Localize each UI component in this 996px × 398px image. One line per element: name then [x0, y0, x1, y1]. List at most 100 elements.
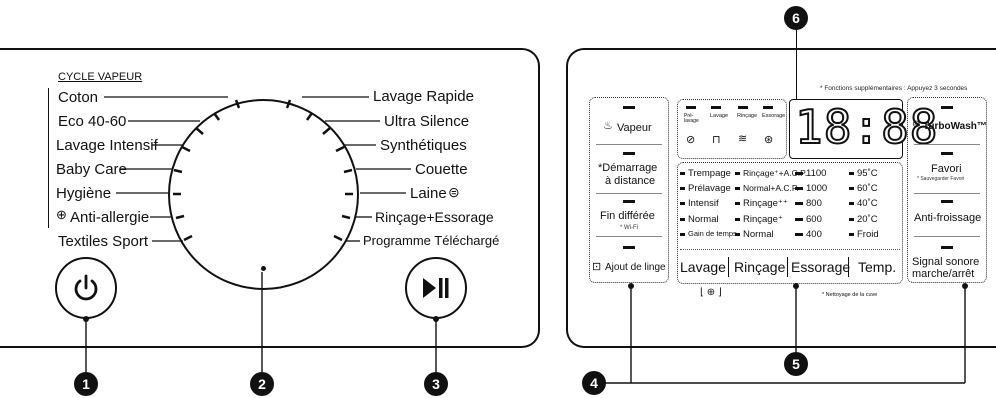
- sep-2: [787, 257, 788, 277]
- program-coton[interactable]: Coton: [58, 89, 99, 106]
- option-gain-de-temps: Gain de temps: [680, 230, 737, 238]
- lavage-button[interactable]: Lavage: [680, 259, 726, 275]
- callout-3: 3: [424, 372, 448, 396]
- steam-icon: ♨: [603, 120, 613, 132]
- option-temp-60: 60˚C: [849, 184, 878, 194]
- left-divider-3: [596, 236, 662, 237]
- allergy-icon: ⊕: [56, 207, 67, 222]
- left-button-group: [589, 97, 669, 283]
- sep-3: [848, 257, 849, 277]
- tub-clean-note: * Nettoyage de la cuve: [822, 292, 878, 298]
- child-lock-icon: ⊕: [706, 287, 716, 298]
- option-temp-20: 20˚C: [849, 215, 878, 225]
- status-led-4: [763, 106, 773, 109]
- selector-divider: [680, 249, 900, 250]
- temp-button[interactable]: Temp.: [858, 259, 897, 275]
- option-spin-1100: 1100: [795, 169, 826, 179]
- right-divider-3: [914, 236, 980, 237]
- program-hygiene[interactable]: Hygiène: [56, 185, 112, 202]
- program-baby-care[interactable]: Baby Care: [56, 161, 127, 178]
- program-lavage-rapide[interactable]: Lavage Rapide: [373, 88, 474, 105]
- callout-lines-right: [604, 283, 968, 384]
- signal-button[interactable]: Signal sonore: [912, 256, 980, 268]
- options-group: [677, 162, 903, 284]
- option-spin-400: 400: [795, 230, 822, 240]
- signal-led: [941, 246, 953, 249]
- program-telecharge[interactable]: Programme Téléchargé: [363, 233, 500, 248]
- program-anti-allergie[interactable]: Anti-allergie: [70, 209, 150, 226]
- callout-4: 4: [582, 371, 606, 395]
- ajout-linge-led: [623, 246, 635, 249]
- option-trempage: Trempage: [680, 169, 731, 179]
- right-divider-1: [914, 144, 980, 145]
- program-ultra-silence[interactable]: Ultra Silence: [384, 113, 470, 130]
- cycle-vapeur-header: CYCLE VAPEUR: [58, 71, 143, 83]
- program-textiles-sport[interactable]: Textiles Sport: [58, 233, 149, 250]
- left-panel-border: [0, 48, 540, 348]
- wifi-note: * Wi-Fi: [620, 225, 638, 231]
- option-normal-acp: Normal+A.C.P.: [735, 184, 799, 193]
- remote-start-line2: à distance: [605, 175, 656, 187]
- add-laundry-icon: ⊡: [592, 261, 602, 273]
- program-eco-40-60[interactable]: Eco 40-60: [58, 113, 127, 130]
- dial-center-dot: [261, 266, 266, 271]
- steam-bracket: [48, 88, 52, 228]
- status-essorage: Essorage: [762, 113, 786, 119]
- option-intensif: Intensif: [680, 199, 719, 209]
- option-spin-1000: 1000: [795, 184, 827, 194]
- anti-froissage-led: [941, 200, 953, 203]
- option-normal: Normal: [680, 215, 719, 225]
- favori-note: * Sauvegarder Favori: [917, 176, 965, 182]
- right-panel-border: [566, 48, 996, 348]
- option-rincage-plus: Rinçage⁺: [735, 215, 783, 225]
- program-synthetiques[interactable]: Synthétiques: [380, 137, 467, 154]
- left-divider-1: [596, 144, 662, 145]
- program-dial[interactable]: [168, 99, 359, 290]
- turbowash-icon: ⊛: [912, 119, 921, 130]
- extra-functions-note: * Fonctions supplémentaires : Appuyez 3 …: [820, 85, 968, 92]
- option-temp-40: 40˚C: [849, 199, 878, 209]
- callout-6: 6: [784, 6, 808, 30]
- add-laundry-button[interactable]: Ajout de linge: [605, 262, 666, 273]
- rincage-button[interactable]: Rinçage: [734, 259, 786, 275]
- status-icon-group: [677, 99, 787, 159]
- program-couette[interactable]: Couette: [415, 161, 468, 178]
- essorage-button[interactable]: Essorage: [791, 259, 851, 275]
- smart-diagnosis-icon: ⊛: [764, 134, 774, 146]
- signal-button-line2: marche/arrêt: [912, 268, 975, 280]
- right-button-group: [907, 97, 987, 283]
- status-lavage: Lavage: [710, 113, 729, 119]
- option-rinse-normal: Normal: [735, 230, 774, 240]
- sep-1: [728, 257, 729, 277]
- door-lock-icon: ⊓: [712, 134, 721, 146]
- program-lavage-intensif[interactable]: Lavage Intensif: [56, 137, 158, 154]
- time-display: [789, 99, 903, 159]
- callout-5: 5: [784, 352, 808, 376]
- option-spin-800: 800: [795, 199, 822, 209]
- remote-start-button[interactable]: *Démarrage: [598, 162, 658, 174]
- program-laine[interactable]: Laine: [410, 185, 447, 202]
- wool-icon: ⊜: [448, 184, 460, 200]
- turbowash-button[interactable]: TurboWash™: [923, 121, 987, 132]
- program-rincage-essorage[interactable]: Rinçage+Essorage: [375, 209, 494, 225]
- callout-1: 1: [74, 372, 98, 396]
- turbowash-led: [941, 106, 953, 109]
- option-rincage-acp: Rinçage⁺+A.C.P.: [735, 169, 807, 178]
- no-water-icon: ⊘: [686, 134, 696, 146]
- status-rincage: Rinçage: [737, 113, 758, 119]
- right-divider-2: [914, 193, 980, 194]
- callout-6-line: [796, 30, 798, 100]
- status-led-2: [711, 106, 721, 109]
- play-pause-icon: [423, 278, 449, 298]
- status-prelavage: Pré-lavage: [684, 113, 699, 124]
- left-divider-2: [596, 193, 662, 194]
- favori-button[interactable]: Favori: [931, 163, 962, 175]
- option-rincage-plus-plus: Rinçage⁺⁺: [735, 199, 788, 209]
- vapeur-button[interactable]: Vapeur: [617, 122, 652, 134]
- delay-end-button[interactable]: Fin différée: [600, 210, 655, 222]
- callout-lines-left: [83, 272, 439, 372]
- anti-froissage-button[interactable]: Anti-froissage: [914, 212, 982, 224]
- status-led-3: [738, 106, 748, 109]
- child-lock-bracket: ⌊ ⊕ ⌋: [700, 287, 722, 298]
- favori-led: [941, 152, 953, 155]
